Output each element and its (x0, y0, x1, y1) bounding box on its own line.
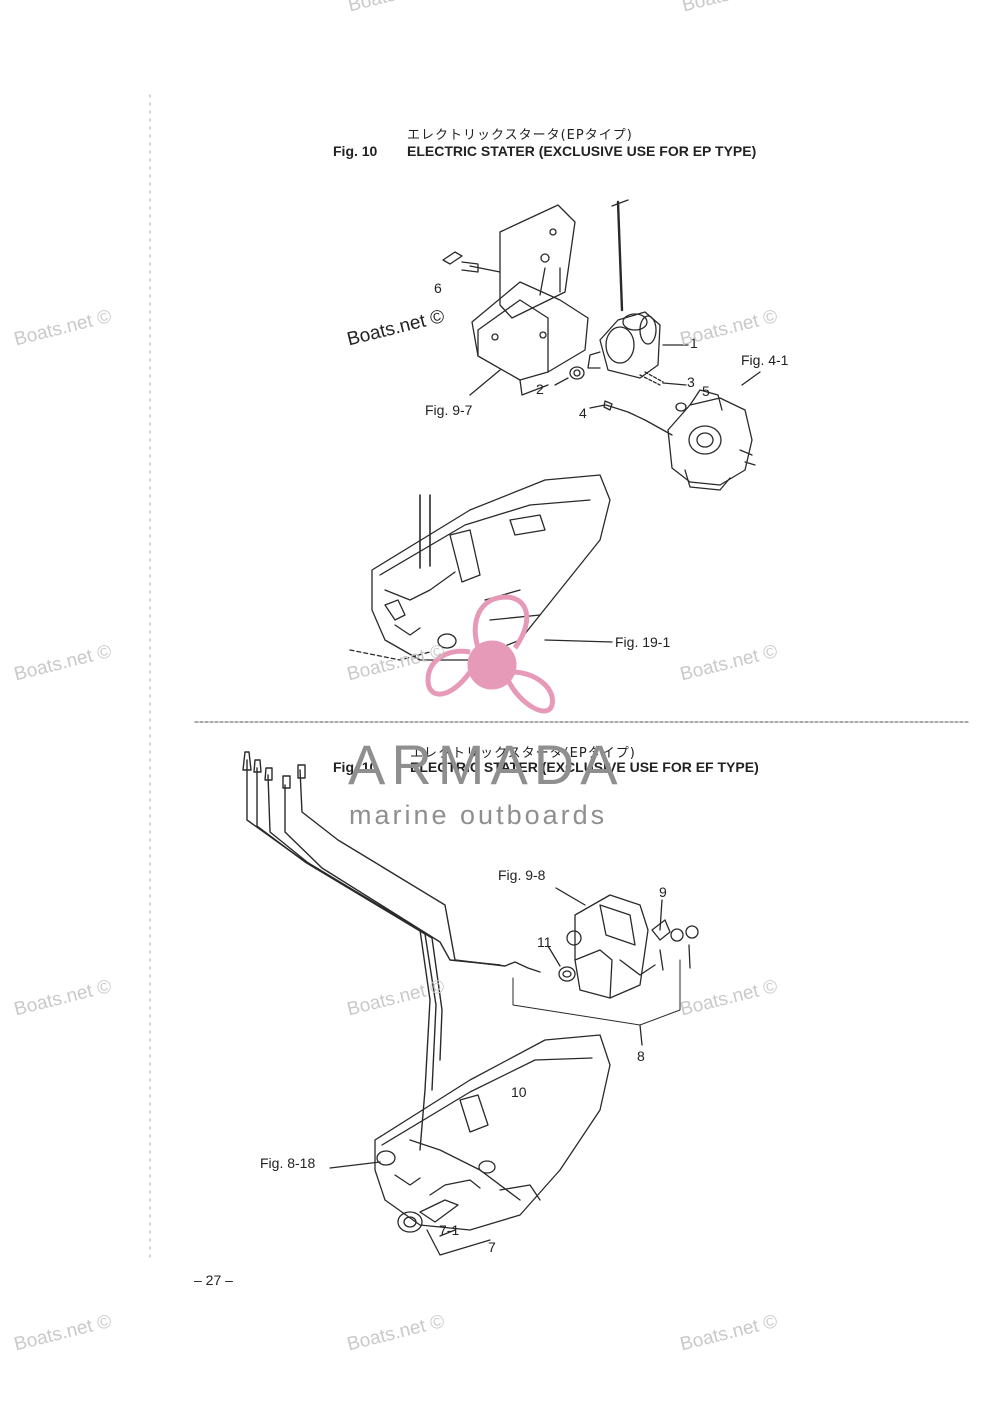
callout-10: 10 (511, 1084, 527, 1100)
callout-7: 7 (488, 1239, 496, 1255)
fig-number-bottom: Fig. 10 (333, 759, 378, 775)
armada-brand-tagline: marine outboards (349, 800, 608, 830)
callout-fig-9-8: Fig. 9-8 (498, 867, 546, 883)
callout-7-1: 7-1 (439, 1222, 460, 1238)
callout-2: 2 (536, 381, 544, 397)
callout-5: 5 (702, 383, 710, 399)
callout-9: 9 (659, 884, 667, 900)
cable-harness (242, 751, 541, 1151)
fig-title-bottom: ELECTRIC STATER (EXCLUSIVE USE FOR EF TY… (410, 759, 759, 775)
callout-8: 8 (637, 1048, 645, 1064)
callout-fig-9-7: Fig. 9-7 (425, 402, 473, 418)
bracket-fig-9-8 (566, 894, 656, 999)
callout-6: 6 (434, 280, 442, 296)
callout-11: 11 (537, 934, 552, 950)
callout-fig-19-1: Fig. 19-1 (615, 634, 671, 650)
armada-brand-name: ARMADA (348, 733, 624, 796)
callout-1: 1 (690, 335, 698, 351)
bolt-6 (442, 251, 501, 273)
page-number: – 27 – (194, 1272, 233, 1288)
fig-title-top: ELECTRIC STATER (EXCLUSIVE USE FOR EP TY… (407, 143, 757, 159)
callout-fig-8-18: Fig. 8-18 (260, 1155, 316, 1171)
carburetor-fig-4-1 (667, 389, 756, 491)
callout-4: 4 (579, 405, 587, 421)
solenoid-1 (587, 311, 661, 379)
jp-title-top: エレクトリックスタータ(EPタイプ) (407, 128, 633, 143)
fig-number-top: Fig. 10 (333, 143, 378, 159)
engine-cowl-bottom (374, 1034, 611, 1233)
callout-3: 3 (687, 374, 695, 390)
bracket-plate-top (471, 204, 589, 396)
jp-title-bottom: エレクトリックスタータ(EPタイプ) (410, 746, 636, 761)
engine-cowl-top (349, 474, 613, 661)
callout-fig-4-1: Fig. 4-1 (741, 352, 789, 368)
